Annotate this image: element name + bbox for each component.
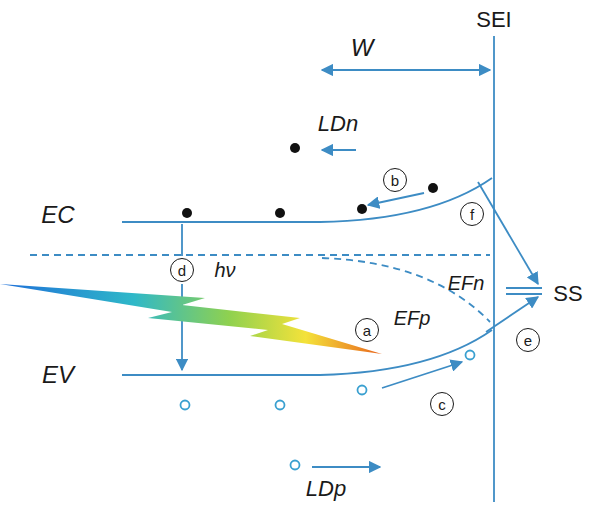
diffusion-arrow xyxy=(322,149,356,151)
photon-bolt xyxy=(0,284,382,354)
hole-arrow xyxy=(382,362,462,388)
surface-state xyxy=(506,293,542,295)
electron xyxy=(428,183,438,193)
hole xyxy=(181,401,190,410)
band-label: EC xyxy=(41,203,74,227)
band-label: W xyxy=(351,36,374,60)
callout-circle: d xyxy=(170,258,194,282)
interface-line xyxy=(493,36,495,502)
electron-arrow xyxy=(368,193,424,205)
band-label: EFn xyxy=(448,273,485,293)
surface-transfer-arrow xyxy=(478,182,538,284)
callout-letter: c xyxy=(438,397,446,412)
band-label: LDp xyxy=(306,478,346,500)
hole xyxy=(291,461,300,470)
callout-circle: e xyxy=(516,328,540,352)
band-label: hν xyxy=(214,260,235,280)
callout-circle: a xyxy=(355,318,379,342)
electron xyxy=(290,143,300,153)
callout-circle: c xyxy=(430,392,454,416)
electron xyxy=(182,208,192,218)
conduction-band xyxy=(122,178,492,222)
diffusion-arrow xyxy=(312,466,380,468)
hole xyxy=(358,386,367,395)
callout-letter: a xyxy=(363,323,371,338)
surface-state xyxy=(506,287,542,289)
hole xyxy=(466,351,475,360)
hole xyxy=(276,401,285,410)
electron xyxy=(275,208,285,218)
electron xyxy=(357,204,367,214)
band-label: EV xyxy=(42,363,74,387)
callout-circle: f xyxy=(460,202,484,226)
callout-letter: e xyxy=(524,333,532,348)
band-label: SEI xyxy=(476,9,511,31)
callout-letter: f xyxy=(470,207,474,222)
callout-circle: b xyxy=(383,168,407,192)
fermi-level xyxy=(30,254,490,256)
callout-letter: b xyxy=(391,173,399,188)
band-label: EFp xyxy=(394,308,431,328)
band-label: SS xyxy=(553,283,582,305)
surface-transfer-arrow xyxy=(486,297,538,332)
recombination-line xyxy=(181,224,183,256)
band-label: LDn xyxy=(318,113,358,135)
callout-letter: d xyxy=(178,263,186,278)
width-arrow xyxy=(322,69,490,71)
